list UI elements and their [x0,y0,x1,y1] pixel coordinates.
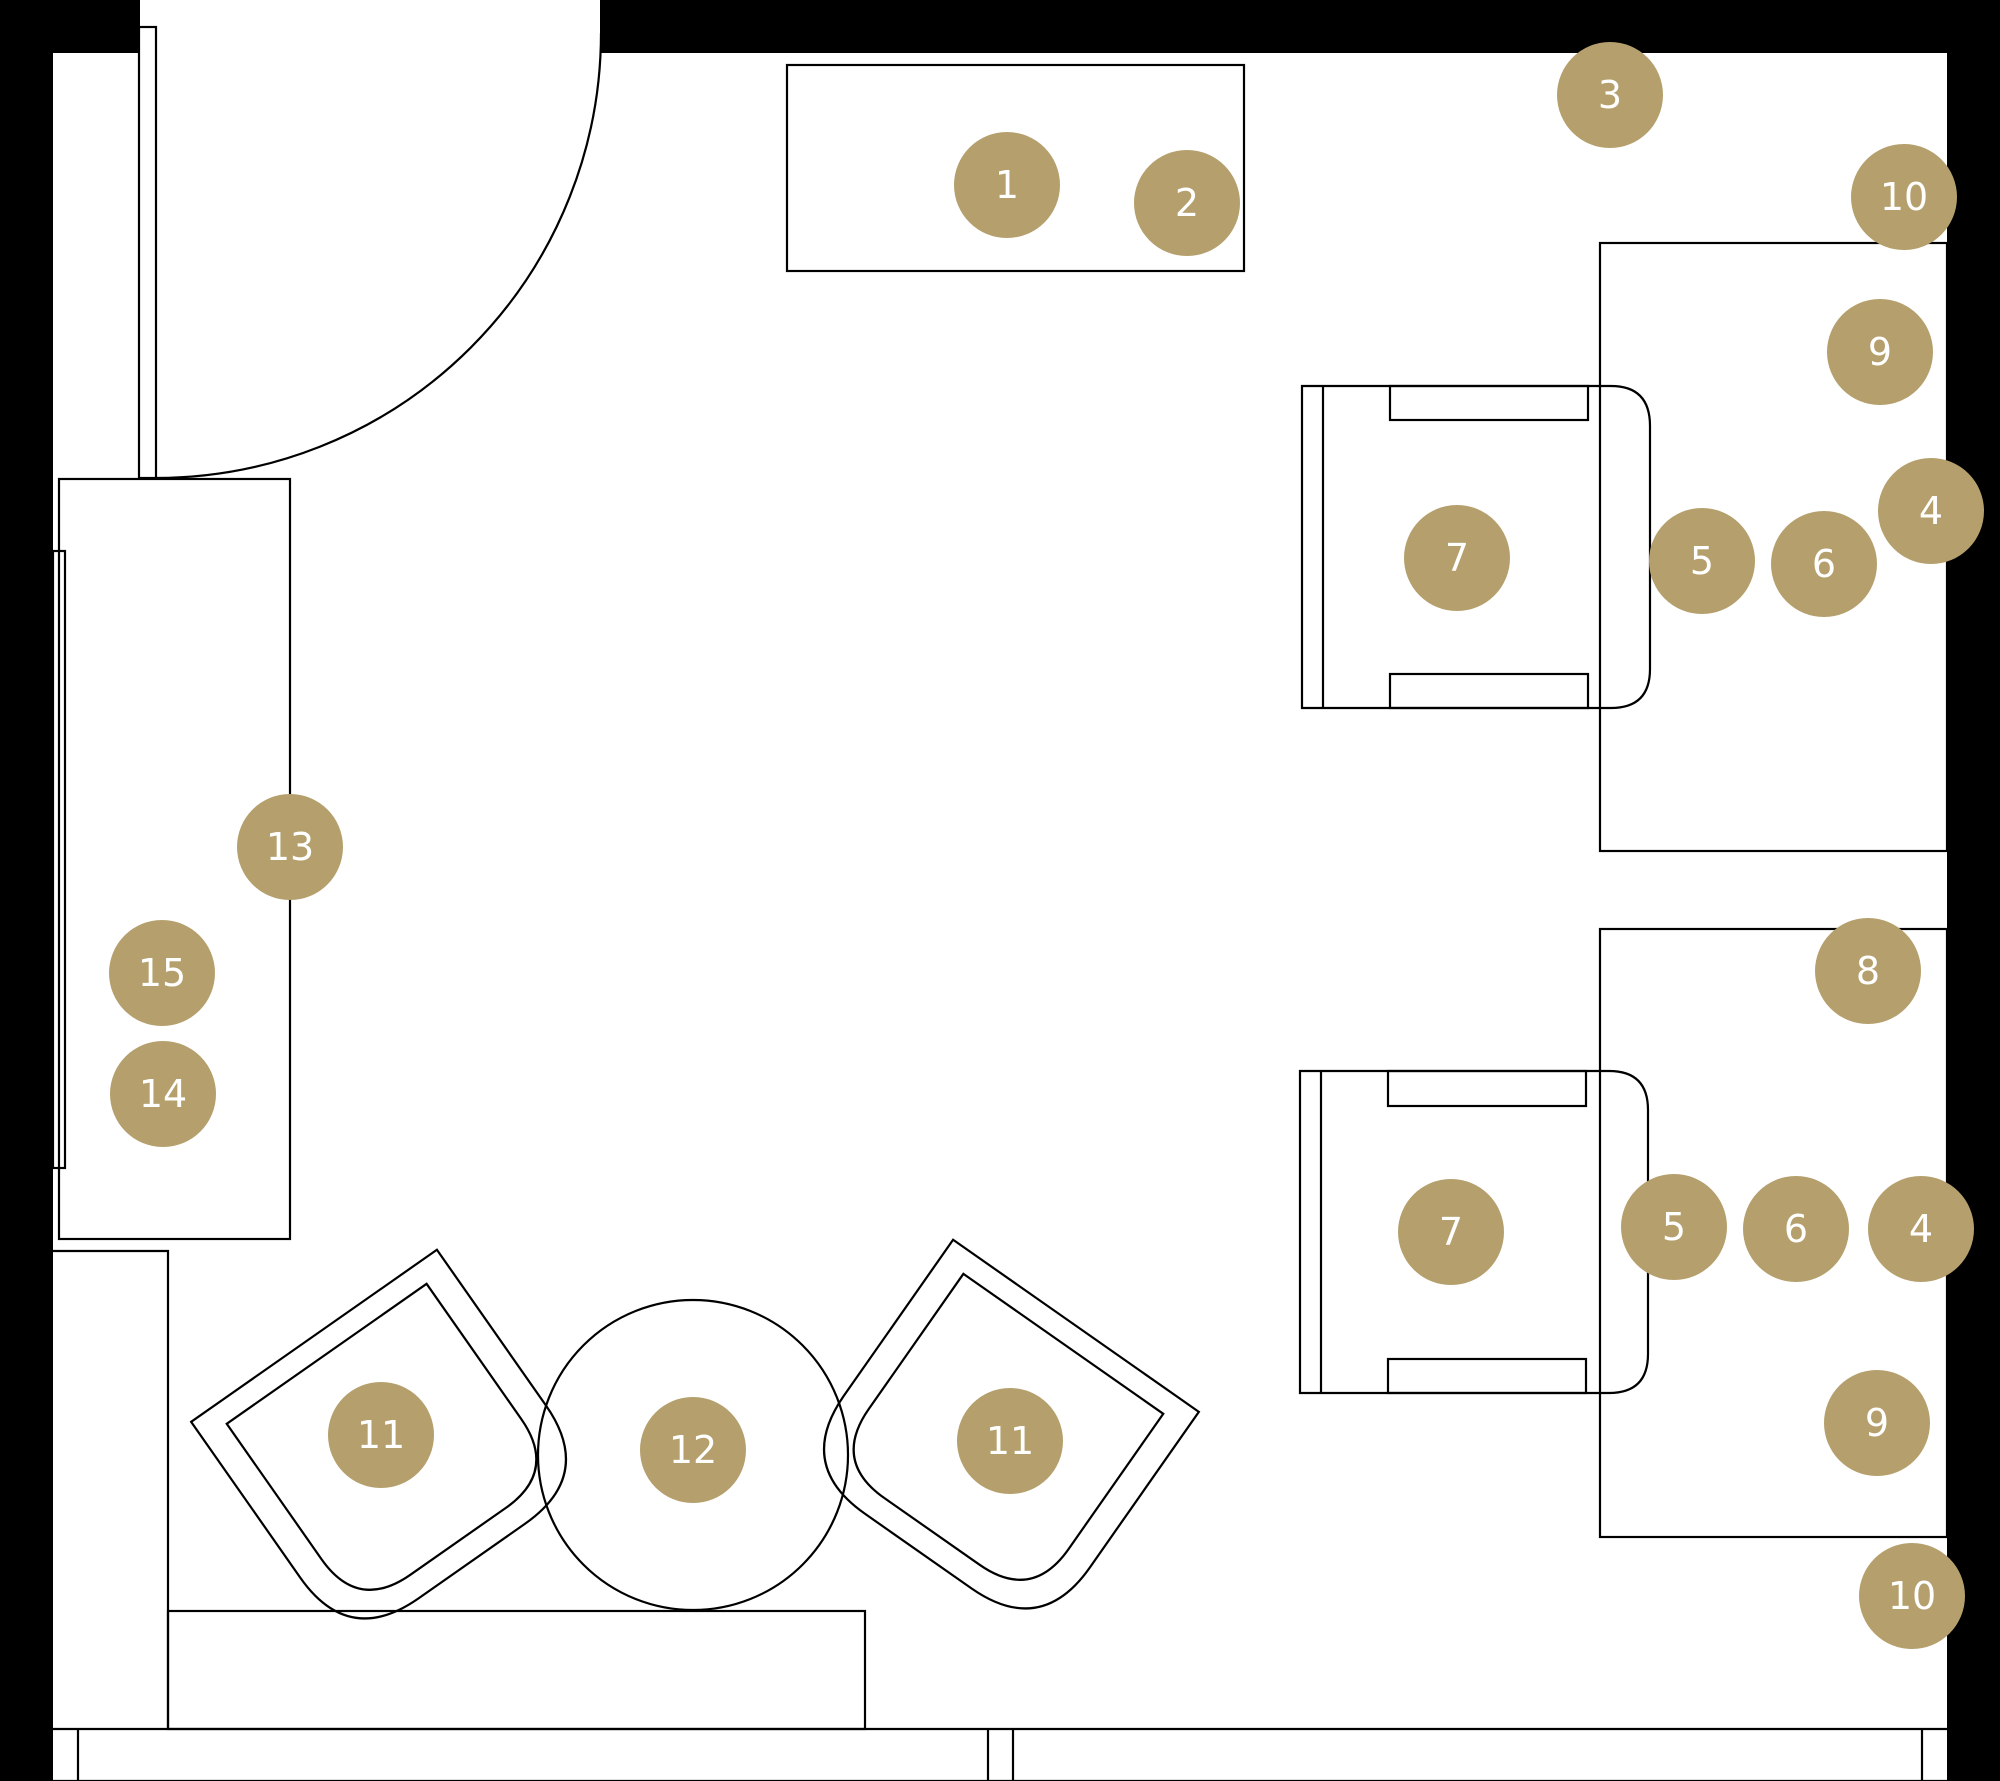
marker-label: 11 [357,1413,405,1457]
marker-label: 10 [1880,175,1928,219]
marker: 7 [1398,1179,1504,1285]
marker: 8 [1815,918,1921,1024]
marker: 9 [1824,1370,1930,1476]
marker-label: 7 [1445,536,1469,580]
door-swing-arc [155,32,603,480]
marker: 13 [237,794,343,900]
marker-label: 10 [1888,1574,1936,1618]
low-bench [166,1609,867,1731]
marker-label: 6 [1812,542,1836,586]
wall-top-right [600,0,2000,53]
marker-label: 5 [1690,539,1714,583]
marker-label: 15 [138,951,186,995]
marker: 4 [1868,1176,1974,1282]
marker: 6 [1743,1176,1849,1282]
marker: 7 [1404,505,1510,611]
marker-label: 13 [266,825,314,869]
marker: 10 [1851,144,1957,250]
marker: 6 [1771,511,1877,617]
marker: 3 [1557,42,1663,148]
marker: 1 [954,132,1060,238]
marker-label: 9 [1868,330,1892,374]
marker-label: 4 [1909,1207,1933,1251]
marker: 12 [640,1397,746,1503]
marker: 11 [328,1382,434,1488]
marker-label: 3 [1598,73,1622,117]
marker-label: 5 [1662,1205,1686,1249]
markers-layer: 1 2 3 10 9 4 5 6 [109,42,1984,1649]
marker: 4 [1878,458,1984,564]
marker-label: 1 [995,163,1019,207]
wall-left [0,0,53,1781]
marker-label: 12 [669,1428,717,1472]
marker: 11 [957,1388,1063,1494]
marker-label: 11 [986,1419,1034,1463]
marker: 5 [1649,508,1755,614]
lounge-chair-right [823,1238,1201,1610]
marker: 9 [1827,299,1933,405]
marker-label: 7 [1439,1210,1463,1254]
marker: 15 [109,920,215,1026]
corner-column [53,1249,170,1729]
reception-console [785,63,1246,273]
marker: 2 [1134,150,1240,256]
round-side-table [536,1298,850,1612]
lounge-chair-left [189,1248,567,1620]
marker-label: 4 [1919,489,1943,533]
marker-label: 9 [1865,1401,1889,1445]
marker-label: 6 [1784,1207,1808,1251]
marker: 5 [1621,1174,1727,1280]
styling-chair-lower [1298,1069,1650,1395]
marker-label: 8 [1856,949,1880,993]
entry-door [137,25,603,480]
door-leaf [137,25,158,480]
wall-right [1947,0,2000,1781]
marker: 14 [110,1041,216,1147]
marker: 10 [1859,1543,1965,1649]
styling-chair-upper [1300,384,1652,710]
marker-label: 14 [139,1072,187,1116]
marker-label: 2 [1175,181,1199,225]
window-sill [53,1727,1947,1781]
